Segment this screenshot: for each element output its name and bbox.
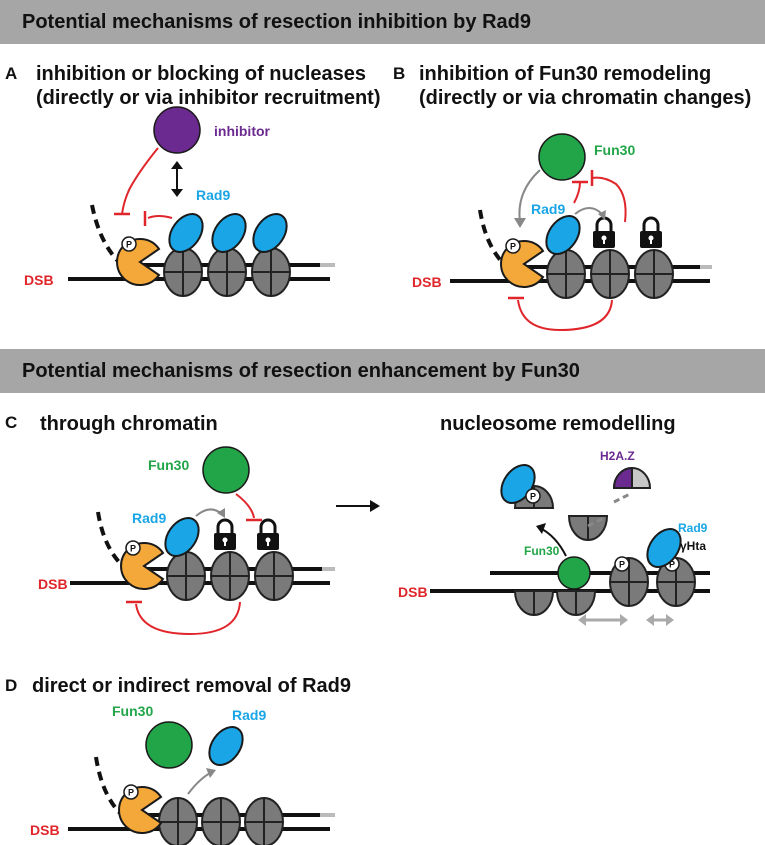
arrowhead <box>620 614 628 626</box>
fun30-label: Fun30 <box>148 457 189 473</box>
inhibition-arrow <box>235 493 255 519</box>
inhibitor-protein <box>153 106 201 154</box>
arrowhead <box>171 189 183 197</box>
phospho-tag <box>123 784 139 800</box>
fun30-protein <box>202 446 250 494</box>
fun30-protein <box>557 556 591 590</box>
nucleosome <box>254 551 294 601</box>
arrowhead <box>578 614 586 626</box>
inhibition-arrow <box>517 299 613 332</box>
grey-arrow <box>187 771 213 795</box>
phospho-tag <box>121 236 137 252</box>
dsb-label: DSB <box>30 822 60 838</box>
nucleosome <box>163 247 203 297</box>
nucleosome <box>207 247 247 297</box>
dsb-label: DSB <box>398 584 428 600</box>
rad9-protein <box>204 206 254 260</box>
dsb-label: DSB <box>38 576 68 592</box>
fun30-label: Fun30 <box>524 544 560 558</box>
panel-b-title-1: inhibition of Fun30 remodeling <box>419 63 711 85</box>
arrowhead <box>536 523 546 534</box>
nucleosome <box>251 247 291 297</box>
nucleosome <box>210 551 250 601</box>
phospho-tag <box>505 238 521 254</box>
grey-dash <box>587 516 605 528</box>
phospho-tag <box>614 556 630 572</box>
fun30-protein <box>538 133 586 181</box>
rad9-label: Rad9 <box>531 201 565 217</box>
rad9-protein <box>201 719 251 773</box>
inhibitor-label: inhibitor <box>214 123 271 139</box>
inhibition-arrow <box>573 181 581 204</box>
fun30-label: Fun30 <box>594 142 635 158</box>
half-nucleosome <box>556 590 596 616</box>
panel-b: B inhibition of Fun30 remodeling (direct… <box>393 63 751 332</box>
banner-mid-text: Potential mechanisms of resection enhanc… <box>22 360 580 382</box>
lock-icon <box>638 216 664 250</box>
panel-b-letter: B <box>393 64 405 83</box>
grey-dash <box>613 492 631 504</box>
panel-d-letter: D <box>5 676 17 695</box>
arrowhead <box>370 500 380 512</box>
dsb-label: DSB <box>24 272 54 288</box>
panel-c-letter: C <box>5 413 17 432</box>
dsb-label: DSB <box>412 274 442 290</box>
arrowhead <box>646 614 654 626</box>
panel-a-title-1: inhibition or blocking of nucleases <box>36 63 366 85</box>
half-nucleosome <box>514 590 554 616</box>
panel-a: A inhibition or blocking of nucleases (d… <box>5 63 381 297</box>
banner-mid: Potential mechanisms of resection enhanc… <box>0 349 765 393</box>
panel-b-title-2: (directly or via chromatin changes) <box>419 87 751 109</box>
ghta-label: γHta <box>680 539 706 553</box>
rad9-protein <box>538 208 588 262</box>
h2az-variant <box>612 466 633 489</box>
fun30-label: Fun30 <box>112 703 153 719</box>
lock-icon <box>212 518 238 552</box>
rad9-label: Rad9 <box>196 187 230 203</box>
nucleosome <box>166 551 206 601</box>
arrowhead <box>666 614 674 626</box>
arrowhead <box>217 508 225 518</box>
panel-d: D direct or indirect removal of Rad9 DSB… <box>5 675 351 845</box>
arrowhead <box>598 210 606 220</box>
inhibition-arrow <box>147 215 173 219</box>
panel-a-title-2: (directly or via inhibitor recruitment) <box>36 87 381 109</box>
nucleosome <box>634 249 674 299</box>
phospho-tag <box>125 540 141 556</box>
banner-top: Potential mechanisms of resection inhibi… <box>0 0 765 44</box>
inhibition-arrow <box>135 601 241 636</box>
lock-icon <box>591 216 617 250</box>
grey-arrow <box>574 207 603 215</box>
arrowhead <box>171 161 183 169</box>
rad9-label: Rad9 <box>132 510 166 526</box>
inhibition-arrow <box>591 176 627 223</box>
phospho-tag <box>525 488 541 504</box>
nucleosome <box>244 797 284 845</box>
fun30-protein <box>145 721 193 769</box>
grey-arrow <box>518 169 541 223</box>
rad9-protein <box>245 206 295 260</box>
nucleosome <box>201 797 241 845</box>
panel-c: C through chromatin nucleosome remodelli… <box>5 413 710 636</box>
panel-c-title: through chromatin <box>40 413 218 435</box>
banner-top-text: Potential mechanisms of resection inhibi… <box>22 11 531 33</box>
panel-c-right-title: nucleosome remodelling <box>440 413 676 435</box>
ssdna-overhang <box>94 756 124 817</box>
arrowhead <box>206 768 216 778</box>
rad9-label: Rad9 <box>232 707 266 723</box>
panel-a-letter: A <box>5 64 17 83</box>
arrowhead <box>514 218 526 228</box>
rad9-protein <box>161 206 211 260</box>
rad9-label: Rad9 <box>678 521 708 535</box>
panel-d-title: direct or indirect removal of Rad9 <box>32 675 351 697</box>
nucleosome <box>546 249 586 299</box>
nucleosome <box>590 249 630 299</box>
ssdna-overhang <box>478 209 509 269</box>
ssdna-overhang <box>96 511 128 571</box>
h2az-label: H2A.Z <box>600 449 635 463</box>
inhibition-arrow <box>121 147 159 215</box>
lock-icon <box>255 518 281 552</box>
nucleosome <box>158 797 198 845</box>
